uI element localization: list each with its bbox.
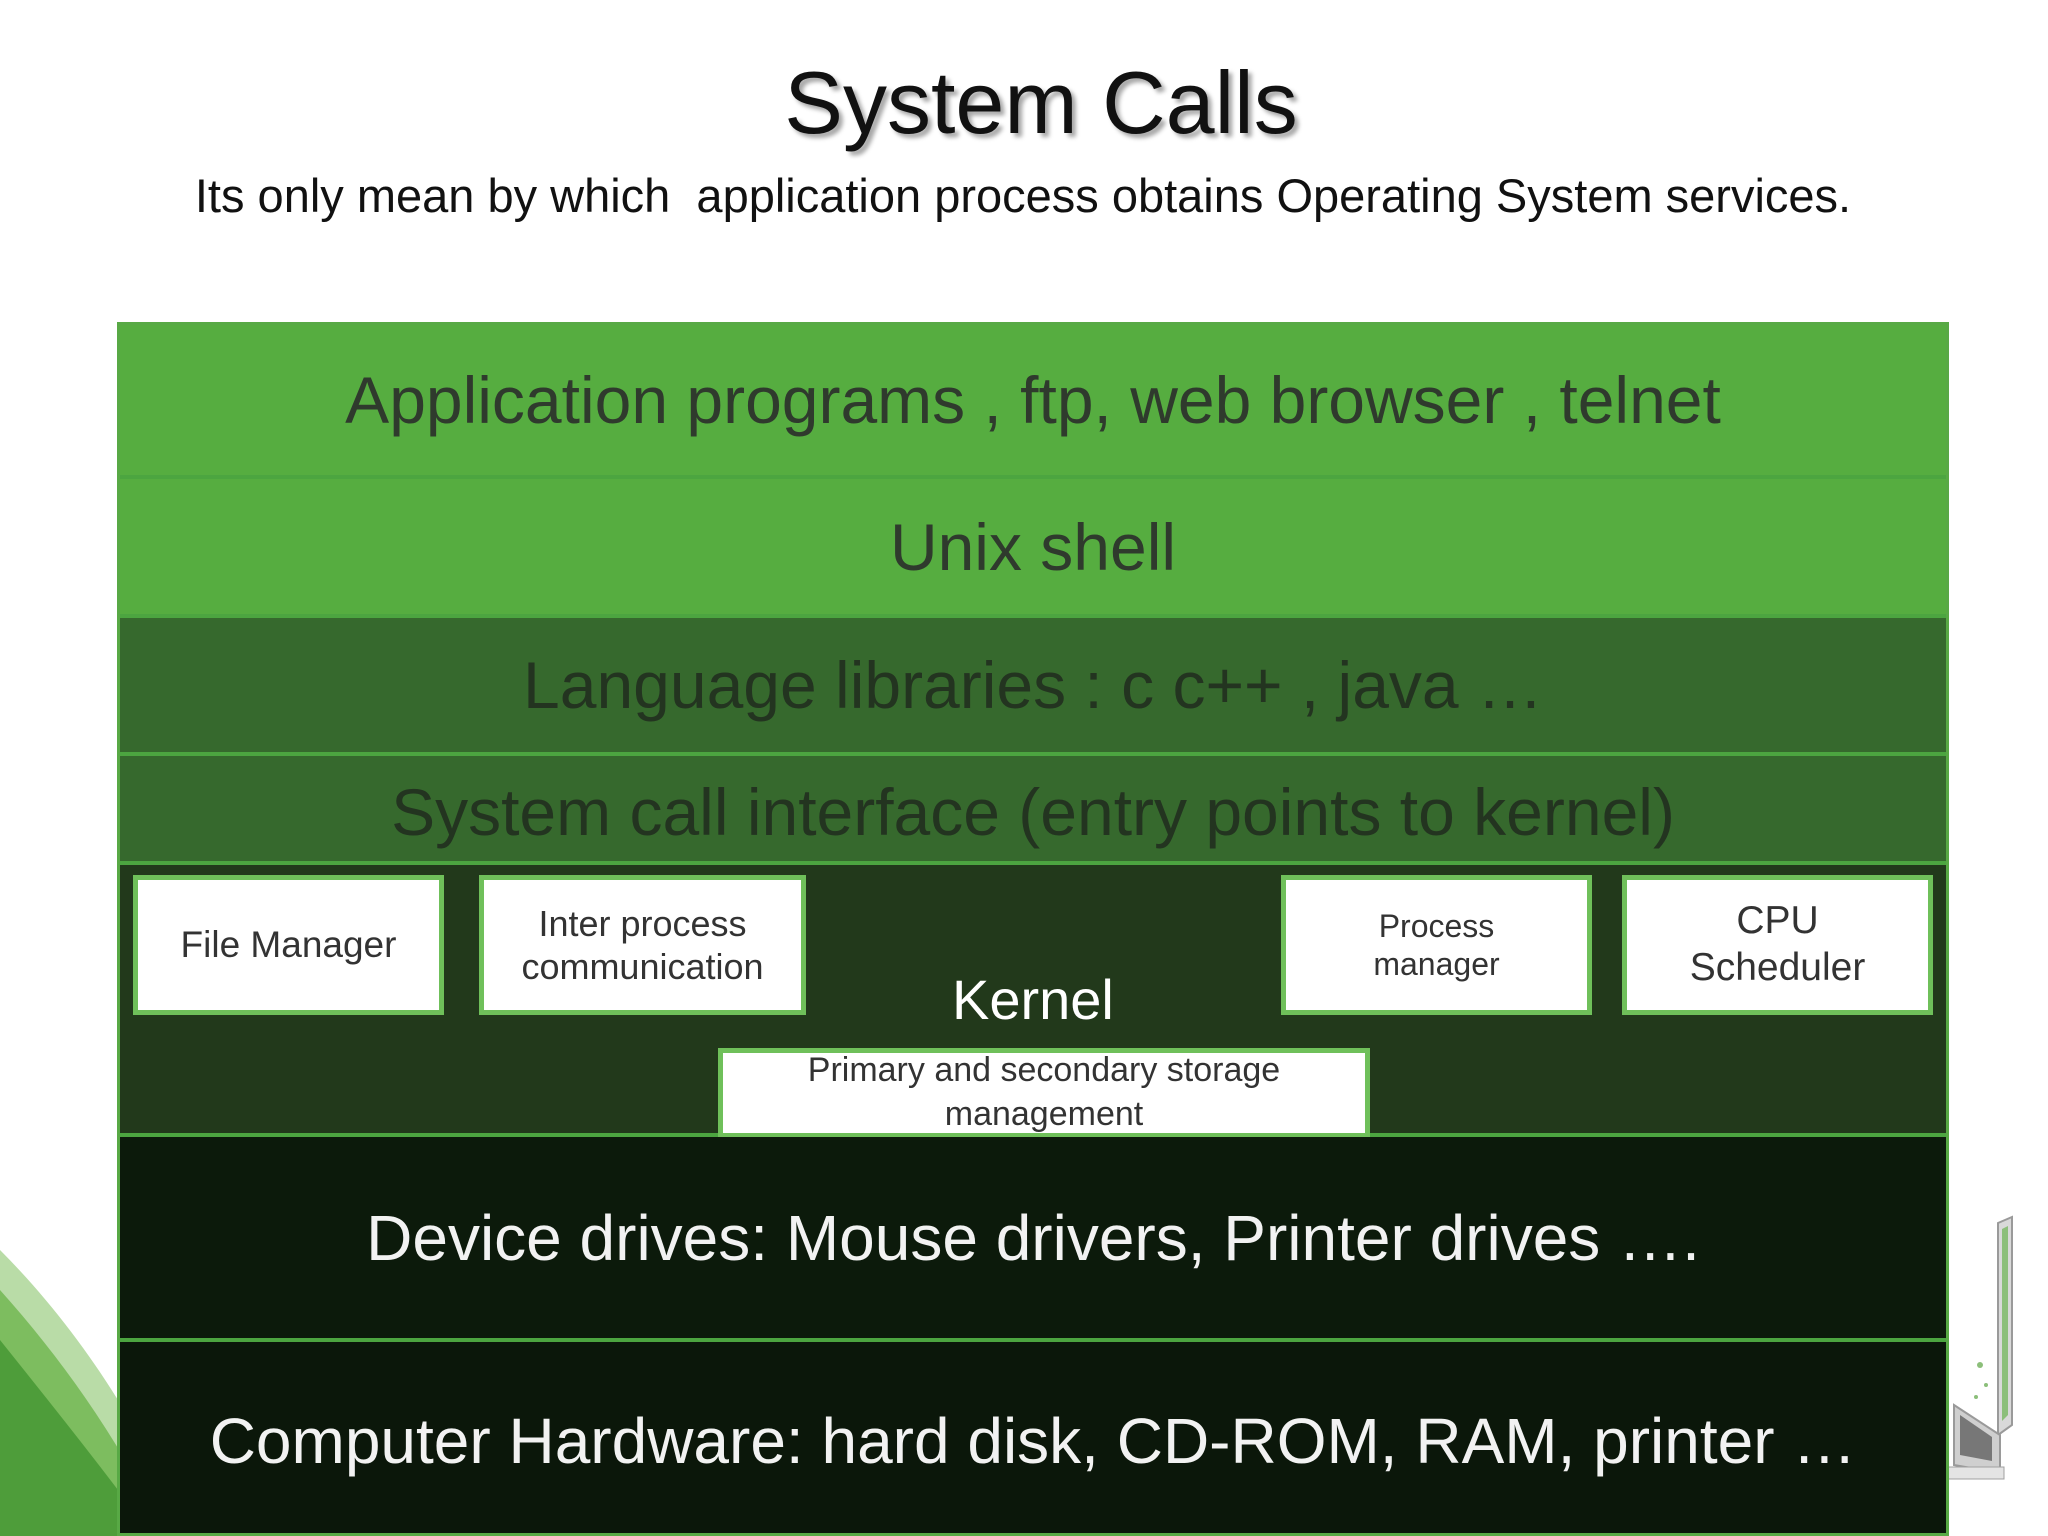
inter-process-communication-box: Inter process communication — [479, 875, 806, 1015]
kernel-layer: File Manager Inter process communication… — [120, 865, 1946, 1138]
application-layer: Application programs , ftp, web browser … — [120, 325, 1946, 479]
device-drivers-layer: Device drives: Mouse drivers, Printer dr… — [120, 1137, 1946, 1342]
storage-line1: Primary and secondary storage — [807, 1051, 1281, 1090]
laptop-graphic — [1943, 1215, 2013, 1480]
storage-line2: management — [944, 1095, 1144, 1133]
cpu-scheduler-box: CPU Scheduler — [1622, 875, 1933, 1015]
kernel-label: Kernel — [952, 968, 1114, 1031]
ipc-label-line2: communication — [521, 946, 764, 987]
system-call-interface-layer: System call interface (entry points to k… — [120, 756, 1946, 865]
language-libraries-label: Language libraries : c c++ , java … — [523, 648, 1543, 722]
file-manager-label: File Manager — [180, 923, 397, 965]
slide-title: System Calls — [784, 53, 1298, 152]
cpu-scheduler-line1: CPU — [1736, 899, 1819, 943]
ipc-label-line1: Inter process — [538, 902, 747, 944]
application-layer-label: Application programs , ftp, web browser … — [345, 363, 1721, 437]
process-manager-box: Process manager — [1281, 875, 1592, 1015]
process-manager-line1: Process — [1378, 907, 1495, 944]
language-libraries-layer: Language libraries : c c++ , java … — [120, 618, 1946, 756]
hardware-label: Computer Hardware: hard disk, CD-ROM, RA… — [209, 1404, 1857, 1477]
device-drivers-label: Device drives: Mouse drivers, Printer dr… — [366, 1201, 1700, 1274]
file-manager-box: File Manager — [133, 875, 444, 1015]
hardware-layer: Computer Hardware: hard disk, CD-ROM, RA… — [120, 1342, 1946, 1533]
slide-subtitle: Its only mean by which application proce… — [194, 169, 1852, 222]
storage-management-box: Primary and secondary storage management — [718, 1048, 1370, 1138]
shell-layer: Unix shell — [120, 479, 1946, 618]
os-layer-stack: Application programs , ftp, web browser … — [117, 322, 1949, 1536]
process-manager-line2: manager — [1373, 946, 1500, 982]
cpu-scheduler-line2: Scheduler — [1689, 946, 1866, 989]
shell-layer-label: Unix shell — [889, 509, 1177, 584]
system-call-interface-label: System call interface (entry points to k… — [391, 775, 1675, 849]
green-swoosh-graphic — [0, 1250, 130, 1536]
